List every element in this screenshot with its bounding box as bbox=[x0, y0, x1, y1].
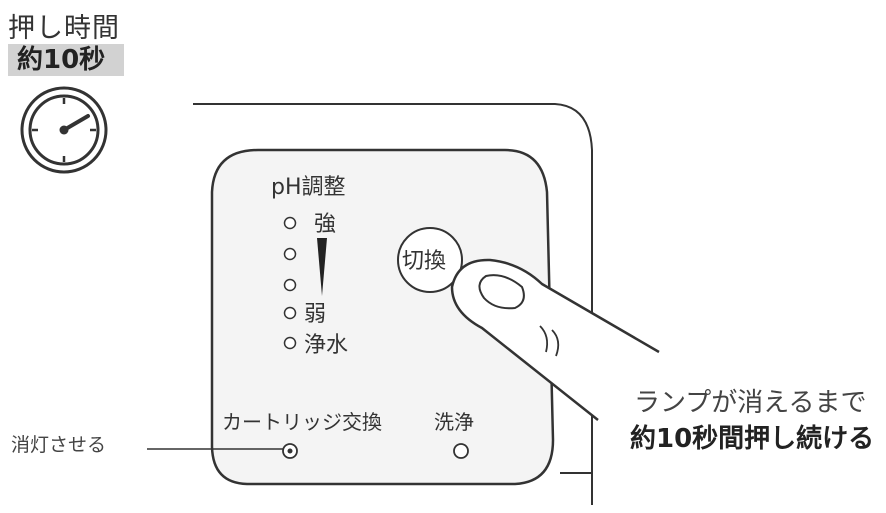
lamp-strong bbox=[283, 216, 297, 230]
press-time-value: 約10秒 bbox=[17, 45, 106, 75]
level-weak-label: 弱 bbox=[304, 302, 327, 327]
press-time-title: 押し時間 bbox=[8, 13, 120, 44]
level-purified-label: 浄水 bbox=[304, 333, 349, 358]
level-strong-label: 強 bbox=[314, 212, 337, 237]
strength-wedge bbox=[317, 238, 327, 296]
switch-button[interactable]: 切換 bbox=[402, 249, 447, 274]
switch-button-circle bbox=[397, 227, 463, 293]
instruction-line-1: ランプが消えるまで bbox=[634, 388, 867, 418]
housing-outline bbox=[193, 103, 593, 505]
wash-label: 洗浄 bbox=[434, 410, 474, 434]
wash-lamp bbox=[453, 443, 469, 459]
instruction-line-2: 約10秒間押し続ける bbox=[630, 424, 875, 454]
cartridge-replace-label: カートリッジ交換 bbox=[222, 410, 382, 434]
lamp-purified bbox=[283, 336, 297, 350]
fingernail bbox=[478, 274, 525, 310]
turn-off-label: 消灯させる bbox=[11, 434, 107, 456]
control-panel bbox=[210, 148, 555, 486]
press-time-value-background bbox=[8, 44, 124, 76]
lamp-level-3 bbox=[283, 278, 297, 292]
lamp-weak bbox=[283, 306, 297, 320]
ph-adjust-title: pH調整 bbox=[271, 175, 346, 200]
stopwatch-icon bbox=[20, 86, 108, 174]
lamp-level-2 bbox=[283, 247, 297, 261]
